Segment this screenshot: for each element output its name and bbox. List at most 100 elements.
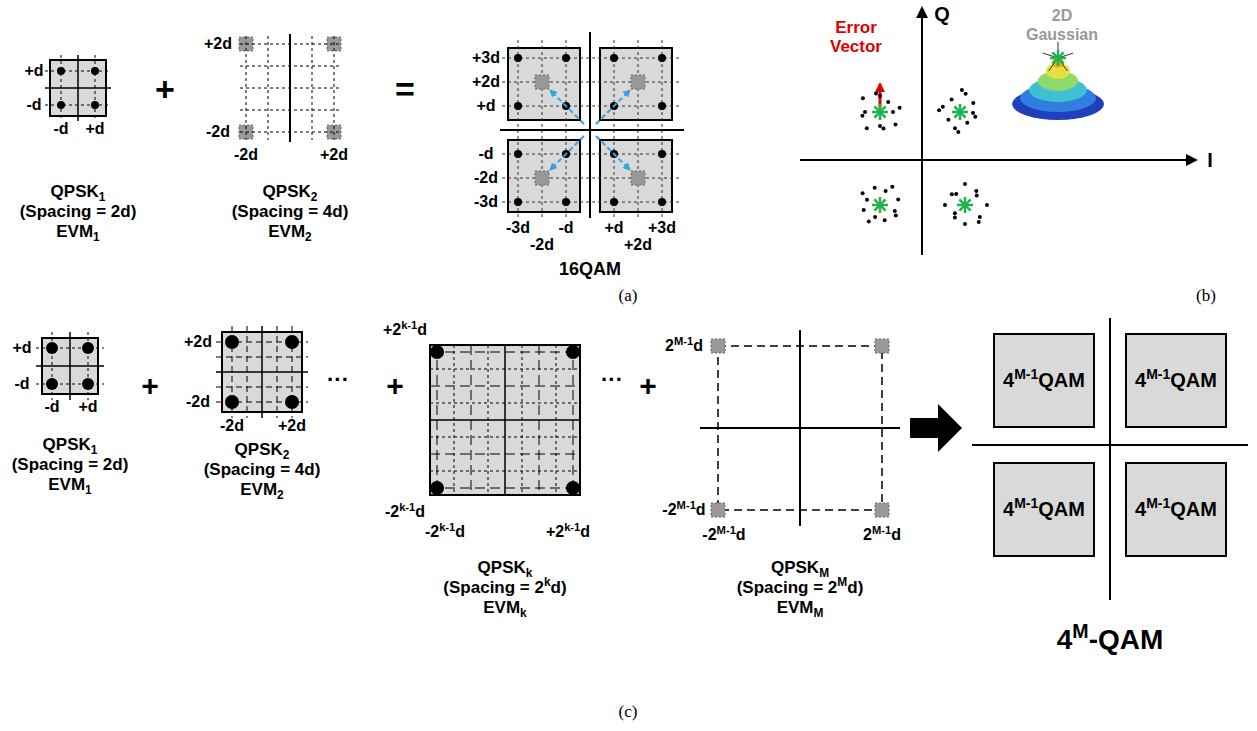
drawn-stroke	[614, 40, 615, 218]
qpskm-c	[700, 330, 900, 526]
noise-sample	[965, 121, 969, 125]
drawn-shape	[875, 339, 889, 353]
axis-label: +2d	[184, 333, 212, 351]
axis-label: +2d	[624, 236, 652, 254]
shift-arrow	[596, 136, 629, 169]
drawn-stroke	[240, 44, 340, 45]
noise-sample	[971, 111, 975, 115]
noise-sample	[898, 106, 902, 110]
axis-label: +d	[78, 398, 97, 416]
drawn-stroke	[502, 154, 680, 155]
drawn-shape	[711, 503, 725, 517]
superscript: M	[1072, 620, 1088, 642]
constellation-dot	[285, 395, 299, 409]
drawn-shape	[45, 55, 111, 121]
drawn-stroke	[240, 88, 340, 89]
noise-sample	[890, 185, 894, 189]
axis-label: -2M-1d	[662, 501, 705, 519]
drawn-stroke	[502, 58, 680, 59]
constellation-dot	[658, 198, 666, 206]
drawn-stroke	[430, 488, 580, 489]
drawn-stroke	[240, 66, 340, 67]
superscript: M-1	[674, 335, 693, 347]
constellation-dot	[430, 345, 444, 359]
drawn-shape	[921, 8, 923, 255]
panel-tag: (b)	[1196, 287, 1216, 306]
qpsk2-point	[535, 75, 549, 89]
drawn-stroke	[240, 132, 340, 133]
noise-sample	[960, 88, 964, 92]
axis-label: -3d	[506, 219, 530, 237]
qpsk1-a	[45, 55, 111, 121]
qam-quadrant-box: 4M-1QAM	[993, 333, 1095, 428]
drawn-stroke	[430, 437, 580, 438]
constellation-dot	[562, 54, 570, 62]
drawn-stroke	[268, 36, 269, 140]
axis-label: -d	[14, 375, 29, 393]
axis-label: -d	[26, 96, 41, 114]
constellation-dot	[225, 395, 239, 409]
noise-sample	[973, 115, 977, 119]
subscript: 2	[305, 230, 312, 244]
axis-label: 4M-QAM	[1057, 625, 1164, 656]
drawn-stroke	[502, 82, 680, 83]
constellation-dot	[658, 150, 666, 158]
axis-label: (Spacing = 2Md)	[737, 579, 864, 598]
superscript: k-1	[439, 521, 455, 533]
axis-label: -2M-1d	[702, 526, 745, 544]
panel-tag: (a)	[619, 287, 638, 306]
noise-sample	[873, 215, 877, 219]
drawn-stroke	[539, 345, 540, 495]
superscript: M-1	[1146, 495, 1170, 511]
drawn-stroke	[502, 106, 680, 107]
qam-quadrant-box: 4M-1QAM	[1125, 462, 1227, 557]
drawn-shape	[57, 67, 65, 75]
annotation-text: Vector	[830, 38, 882, 57]
axis-label: QPSK2	[263, 183, 318, 202]
constellation-dot	[566, 481, 580, 495]
shift-arrow	[551, 91, 584, 124]
axis-label: -2k-1d	[425, 523, 465, 541]
axis-label: +	[639, 369, 657, 402]
drawn-stroke	[504, 345, 506, 495]
superscript: M-1	[1014, 366, 1038, 382]
superscript: M-1	[677, 499, 696, 511]
drawn-stroke	[522, 345, 523, 495]
constellation-dot	[658, 102, 666, 110]
axis-label: +2k-1d	[546, 523, 590, 541]
ideal-point-star	[954, 106, 965, 117]
superscript: M-1	[717, 524, 736, 536]
noise-sample	[861, 191, 865, 195]
iq-plane-b	[800, 8, 1196, 255]
axis-label: QPSK2	[235, 441, 290, 460]
noise-sample	[873, 186, 877, 190]
qpsk2-a	[239, 34, 341, 142]
superscript: M-1	[1014, 495, 1038, 511]
noise-sample	[950, 192, 954, 196]
axis-label: -2k-1d	[385, 503, 425, 521]
drawn-stroke	[430, 471, 580, 472]
drawn-stroke	[216, 387, 308, 388]
qpsk2-c	[216, 326, 308, 418]
axis-label: =	[395, 71, 415, 108]
ideal-point-star	[874, 199, 885, 210]
drawn-shape	[69, 332, 71, 400]
axis-label: EVMM	[777, 599, 824, 618]
qpskk-c	[430, 345, 580, 495]
panel-tag: (c)	[619, 703, 638, 722]
axis-label: (Spacing = 4d)	[232, 203, 349, 222]
drawn-shape	[711, 339, 725, 353]
axis-label: +	[386, 369, 404, 402]
drawn-stroke	[261, 326, 263, 418]
axis-label: +d	[604, 219, 623, 237]
constellation-dot	[514, 150, 522, 158]
drawn-stroke	[502, 178, 680, 179]
constellation-dot	[514, 198, 522, 206]
axis-label: 2M-1d	[863, 526, 901, 544]
noise-sample	[953, 215, 957, 219]
qpsk1-c	[36, 332, 104, 400]
drawn-shape	[61, 55, 62, 121]
noise-sample	[963, 222, 967, 226]
axis-label: -2d	[186, 393, 210, 411]
